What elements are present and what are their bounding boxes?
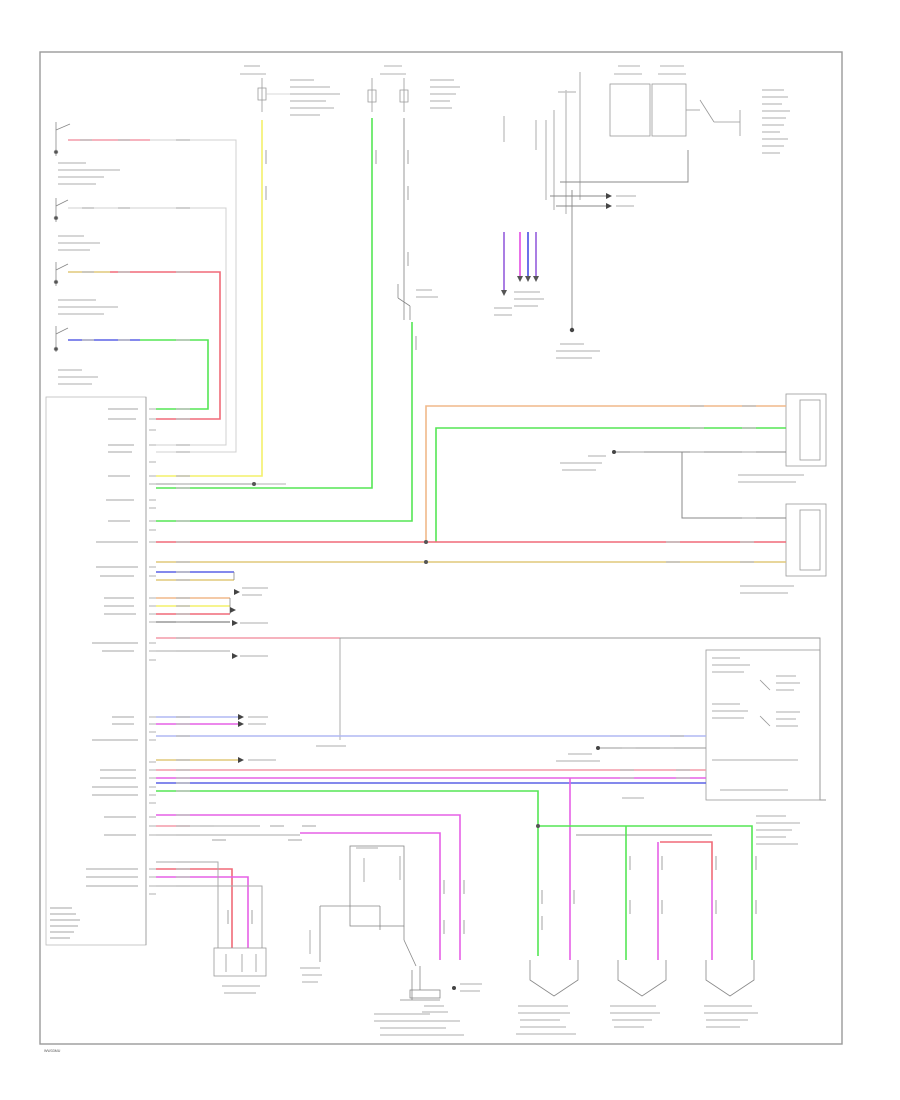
ground-labels xyxy=(556,343,600,359)
short-wire-arrows xyxy=(230,589,240,659)
ground-point xyxy=(569,327,575,333)
green-wire-passenger xyxy=(435,427,786,542)
junction-542 xyxy=(424,540,428,544)
ground-center-labels xyxy=(460,983,482,992)
green-wire-power xyxy=(156,118,373,489)
fuse-source-center-labels xyxy=(430,79,460,109)
relay-labels xyxy=(503,89,790,154)
bcm-pin-numbers xyxy=(149,408,156,895)
red-wire-sensor xyxy=(156,868,233,948)
ground-passenger-labels xyxy=(560,455,606,471)
fuse-source-center xyxy=(367,65,409,112)
color-legend-arrows xyxy=(503,232,537,290)
green-bus-826 xyxy=(538,825,753,960)
green-wire-795 xyxy=(156,790,539,956)
diagram-frame xyxy=(39,51,843,1045)
black-wire-643 xyxy=(340,637,826,801)
ground-dot-passenger xyxy=(612,450,616,454)
relay-output-wires xyxy=(550,150,689,330)
center-loop-labels xyxy=(300,847,464,1036)
center-actuator-loop xyxy=(319,845,441,1001)
footer-code: WW33MU xyxy=(44,1049,61,1053)
fuse-source-left-labels xyxy=(290,79,340,116)
rear-labels xyxy=(756,815,800,845)
bcm-module xyxy=(45,396,147,946)
bcm-pin-labels xyxy=(50,408,138,939)
arrow-1 xyxy=(606,193,612,199)
junction-562 xyxy=(424,560,428,564)
bottom-actuator-front-passenger xyxy=(529,960,579,997)
bottom-actuator-labels xyxy=(516,1005,758,1035)
door-lock-actuator-right xyxy=(705,649,821,801)
passenger-front-switch xyxy=(785,393,827,577)
left-door-labels xyxy=(58,162,120,385)
black-wire-passenger-2 xyxy=(681,452,786,519)
red-wire-rear-right xyxy=(660,841,713,880)
arrow-2 xyxy=(606,203,612,209)
orange-wire xyxy=(425,405,786,542)
green-wire-key xyxy=(156,322,413,522)
left-switch-black-wires xyxy=(68,139,237,453)
junction-826 xyxy=(536,824,540,828)
key-switch xyxy=(397,284,411,320)
labels-717 xyxy=(248,716,346,761)
legend-labels xyxy=(494,291,544,316)
bottom-actuator-rear-left xyxy=(617,960,667,997)
short-wires-mid xyxy=(156,571,234,623)
wire-color-labels xyxy=(80,139,757,934)
driver-door-lock-switch xyxy=(53,122,71,156)
junction-dot xyxy=(252,482,256,486)
magenta-wire-833 xyxy=(300,832,441,960)
black-wire-sensor-2 xyxy=(156,861,219,948)
door-switch-set xyxy=(53,198,69,352)
yellow-wire xyxy=(156,120,263,477)
bottom-actuator-rear-right xyxy=(705,960,755,997)
actuator-labels xyxy=(712,657,800,791)
ground-actuator xyxy=(596,746,600,750)
fuse-source-left xyxy=(240,65,290,112)
black-wire-sensor xyxy=(156,885,263,948)
legend-arrow-heads xyxy=(501,276,539,296)
arrows-717 xyxy=(238,714,244,763)
arrow-labels xyxy=(616,195,636,207)
key-switch-labels xyxy=(416,289,438,298)
passenger-switch-labels xyxy=(738,474,804,594)
actuator-ground-labels xyxy=(556,753,644,799)
rear-sensor-labels xyxy=(222,954,260,994)
magenta-wire-817 xyxy=(156,814,461,960)
ground-center xyxy=(452,986,456,990)
rear-sensor xyxy=(213,947,267,977)
magenta-wire-sensor xyxy=(156,876,249,948)
short-wire-labels xyxy=(240,587,268,657)
relay-block xyxy=(545,65,741,214)
